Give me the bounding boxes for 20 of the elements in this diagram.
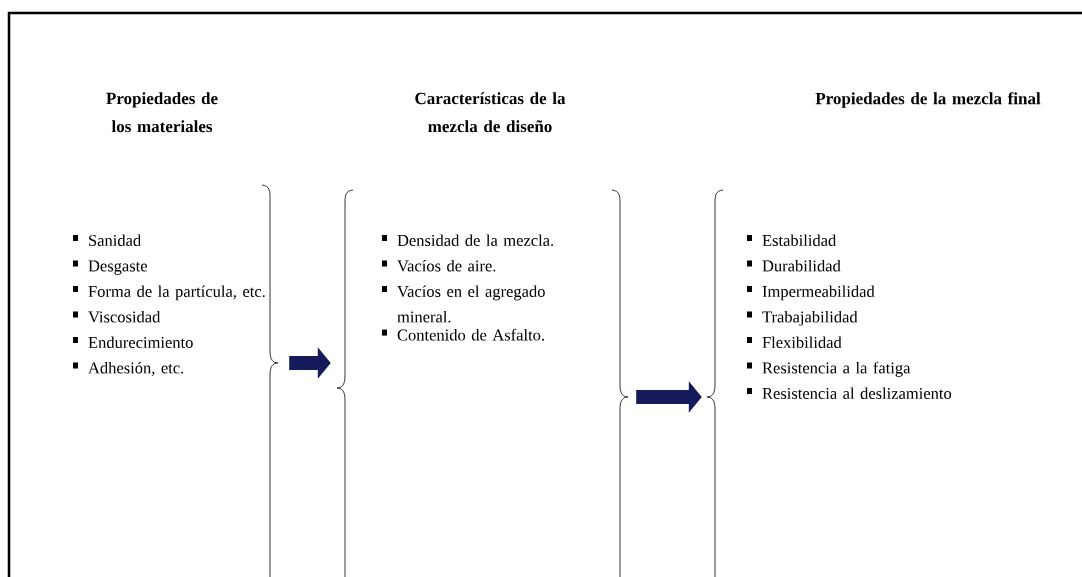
bullet-item: Viscosidad xyxy=(73,310,161,323)
bullet-item: Trabajabilidad xyxy=(747,310,858,326)
bullet-item: Vacíos de aire. xyxy=(382,259,496,272)
bullet-item: Desgaste xyxy=(73,260,147,275)
bullet-item: Resistencia a la fatiga xyxy=(747,361,911,377)
bullet-item: Durabilidad xyxy=(747,259,841,272)
column-heading: Características de la mezcla de diseño xyxy=(415,92,566,133)
bullet-item: Contenido de Asfalto. xyxy=(382,328,544,341)
bullet-item: Vacíos en el agregado mineral. xyxy=(382,285,545,323)
bullet-item: Impermeabilidad xyxy=(747,285,875,301)
bullet-item: Adhesión, etc. xyxy=(73,361,184,376)
bullet-item: Estabilidad xyxy=(747,234,837,246)
bullet-item: Endurecimiento xyxy=(73,336,193,348)
bullet-item: Resistencia al deslizamiento xyxy=(747,387,952,399)
bullet-item: Sanidad xyxy=(73,234,141,246)
column-heading: Propiedades de los materiales xyxy=(106,92,218,133)
bullet-item: Flexibilidad xyxy=(747,336,842,348)
column-heading: Propiedades de la mezcla final xyxy=(815,92,1041,108)
bullet-item: Densidad de la mezcla. xyxy=(382,234,554,247)
bullet-item: Forma de la partícula, etc. xyxy=(73,285,265,301)
